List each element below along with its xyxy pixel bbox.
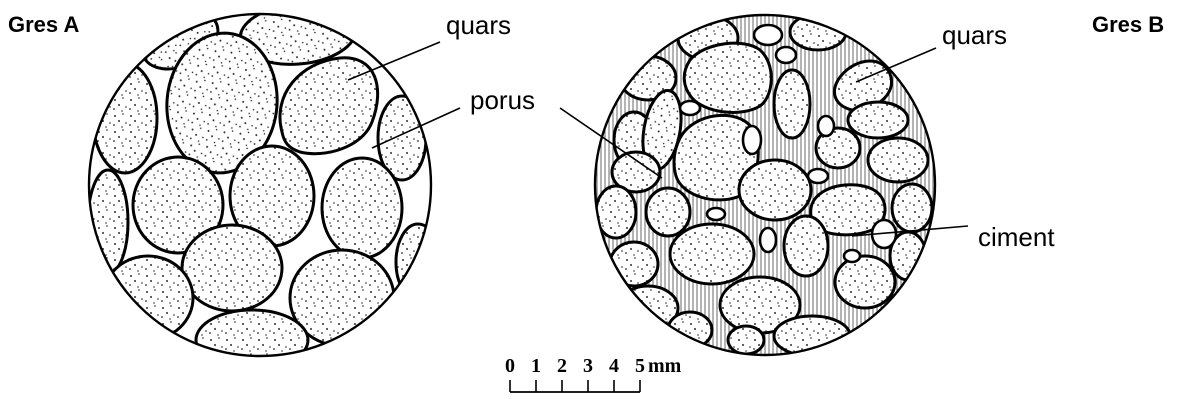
quartz-grain	[103, 256, 193, 340]
sandstone-a-grains	[88, 0, 440, 370]
quartz-grain	[835, 256, 895, 308]
quartz-grain	[739, 160, 811, 220]
label-b-quartz: quars	[942, 20, 1007, 50]
sandstone-b-section	[595, 14, 935, 356]
quartz-grain	[396, 224, 440, 300]
pore	[808, 169, 828, 183]
pore	[818, 116, 834, 136]
label-a-pore: porus	[470, 85, 535, 115]
quartz-grain	[728, 326, 764, 354]
gres-b-title: Gres B	[1092, 12, 1164, 37]
quartz-grain	[670, 224, 754, 284]
scale-unit: mm	[648, 355, 682, 377]
scale-tick-label: 3	[583, 355, 593, 377]
quartz-grain	[774, 316, 850, 356]
quartz-grain	[892, 184, 932, 232]
scale-tick-label: 2	[557, 355, 567, 377]
sandstone-a-section	[88, 0, 440, 370]
label-b-cement: ciment	[978, 222, 1055, 252]
label-a-quartz: quars	[446, 10, 511, 40]
quartz-grain	[868, 138, 928, 182]
pore	[760, 228, 776, 252]
scale-tick-label: 4	[609, 355, 619, 377]
pore	[707, 208, 725, 220]
quartz-grain	[610, 242, 658, 286]
quartz-grain	[774, 70, 810, 138]
quartz-grain	[646, 188, 690, 236]
quartz-grain	[784, 216, 828, 276]
scale-tick-label: 1	[531, 355, 541, 377]
scale-bar: 0 1 2 3 4 5 mm	[505, 355, 682, 392]
scale-tick-label: 0	[505, 355, 515, 377]
pore	[776, 47, 796, 63]
pore	[743, 126, 761, 154]
scale-tick-label: 5	[635, 355, 645, 377]
quartz-grain	[322, 158, 402, 258]
pore	[844, 250, 860, 262]
pore	[680, 101, 700, 115]
gres-a-title: Gres A	[8, 12, 79, 37]
quartz-grain	[182, 225, 282, 311]
pore	[754, 25, 782, 45]
quartz-grain	[196, 310, 308, 370]
quartz-grain	[848, 102, 908, 138]
